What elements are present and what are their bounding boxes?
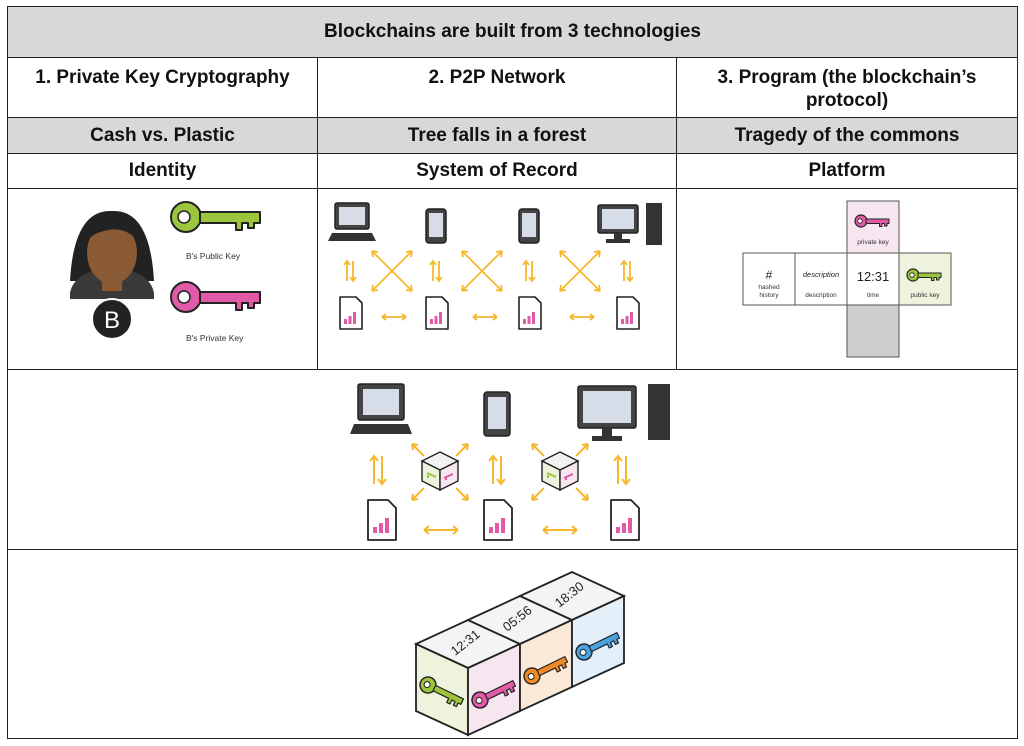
concept-cell-1: Identity bbox=[7, 153, 318, 189]
ledger-document-icon bbox=[339, 296, 363, 330]
hash-symbol: # bbox=[766, 268, 773, 282]
ledger-document-icon bbox=[518, 296, 542, 330]
concept-platform: Platform bbox=[808, 160, 886, 181]
horizontal-arrow-icon bbox=[569, 313, 595, 321]
four-way-arrows-icon bbox=[411, 443, 469, 501]
net-private-key-label: private key bbox=[857, 239, 889, 246]
pink-private-key-icon bbox=[170, 281, 261, 313]
description-script: description bbox=[803, 270, 839, 279]
cross-arrows-icon bbox=[461, 250, 503, 292]
four-way-arrows-icon bbox=[531, 443, 589, 501]
description-label: description bbox=[805, 292, 837, 299]
time-label: time bbox=[867, 292, 880, 299]
ledger-document-icon bbox=[483, 499, 513, 541]
private-key-face bbox=[846, 200, 900, 254]
net-public-key-label: public key bbox=[911, 292, 941, 299]
desktop-computer-icon bbox=[597, 203, 662, 245]
phone-icon bbox=[518, 208, 540, 244]
ledger-document-icon bbox=[610, 499, 640, 541]
horizontal-arrow-icon bbox=[472, 313, 498, 321]
laptop-icon bbox=[327, 202, 377, 242]
analogy-cell-2: Tree falls in a forest bbox=[317, 117, 677, 154]
blockchain-network-illustration bbox=[349, 383, 670, 541]
time-face bbox=[846, 252, 900, 306]
p2p-arrows bbox=[343, 250, 634, 321]
concept-system-of-record: System of Record bbox=[416, 160, 578, 181]
block-cube-icon bbox=[541, 451, 579, 491]
phone-icon bbox=[425, 208, 447, 244]
ledger-document-icon bbox=[367, 499, 397, 541]
public-key-face bbox=[898, 252, 952, 306]
platform-illustration-cell: private key # hashed history description… bbox=[676, 188, 1018, 370]
heading-cell-2: 2. P2P Network bbox=[317, 57, 677, 118]
vertical-arrow-icon bbox=[369, 454, 387, 486]
analogy-tree-falls: Tree falls in a forest bbox=[407, 125, 587, 146]
description-face bbox=[794, 252, 848, 306]
vertical-arrow-icon bbox=[620, 259, 634, 283]
cross-arrows-icon bbox=[371, 250, 413, 292]
hashed-label-line1: hashed bbox=[758, 284, 780, 291]
p2p-network-illustration bbox=[327, 202, 662, 330]
vertical-arrow-icon bbox=[522, 259, 536, 283]
concept-cell-2: System of Record bbox=[317, 153, 677, 189]
platform-cube-net-illustration: private key # hashed history description… bbox=[742, 200, 952, 358]
vertical-arrow-icon bbox=[488, 454, 506, 486]
block-3: 18:30 bbox=[517, 571, 627, 689]
table-title: Blockchains are built from 3 technologie… bbox=[324, 21, 701, 42]
ledger-document-icon bbox=[425, 296, 449, 330]
cross-arrows-icon bbox=[559, 250, 601, 292]
identity-illustration: B B's Public Key B's Private Key bbox=[70, 201, 261, 343]
table-title-cell: Blockchains are built from 3 technologie… bbox=[7, 6, 1018, 58]
heading-p2p-network: 2. P2P Network bbox=[428, 67, 566, 88]
hashed-label-line2: history bbox=[759, 292, 779, 299]
hashed-history-face bbox=[742, 252, 796, 306]
blockchain-network-cell bbox=[7, 369, 1018, 550]
comparison-table: Blockchains are built from 3 technologie… bbox=[7, 6, 1018, 739]
heading-cell-3: 3. Program (the blockchain’s protocol) bbox=[676, 57, 1018, 118]
desktop-computer-icon bbox=[577, 384, 670, 441]
p2p-illustration-cell bbox=[317, 188, 677, 370]
network-arrows bbox=[369, 443, 631, 535]
avatar-badge: B bbox=[91, 298, 133, 340]
avatar-letter: B bbox=[104, 307, 120, 334]
chain-of-blocks-illustration: 12:31 05:56 18:30 bbox=[413, 571, 627, 737]
horizontal-arrow-icon bbox=[423, 525, 459, 535]
analogy-cell-3: Tragedy of the commons bbox=[676, 117, 1018, 154]
green-public-key-icon bbox=[170, 201, 261, 233]
block-cube-icon bbox=[421, 451, 459, 491]
identity-illustration-cell: B B's Public Key B's Private Key bbox=[7, 188, 318, 370]
phone-icon bbox=[483, 391, 511, 437]
horizontal-arrow-icon bbox=[542, 525, 578, 535]
laptop-icon bbox=[349, 383, 413, 435]
analogy-cash-vs-plastic: Cash vs. Plastic bbox=[90, 125, 235, 146]
concept-cell-3: Platform bbox=[676, 153, 1018, 189]
analogy-tragedy-commons: Tragedy of the commons bbox=[734, 125, 960, 146]
public-key-label: B's Public Key bbox=[186, 251, 241, 261]
ledger-document-icon bbox=[616, 296, 640, 330]
vertical-arrow-icon bbox=[613, 454, 631, 486]
time-value: 12:31 bbox=[857, 269, 890, 284]
vertical-arrow-icon bbox=[343, 259, 357, 283]
analogy-cell-1: Cash vs. Plastic bbox=[7, 117, 318, 154]
concept-identity: Identity bbox=[128, 160, 197, 181]
vertical-arrow-icon bbox=[429, 259, 443, 283]
horizontal-arrow-icon bbox=[381, 313, 407, 321]
heading-program-protocol: 3. Program (the blockchain’s protocol) bbox=[717, 67, 977, 111]
heading-private-key-cryptography: 1. Private Key Cryptography bbox=[35, 67, 290, 88]
person-avatar-icon bbox=[70, 210, 154, 299]
blockchain-chain-cell: 12:31 05:56 18:30 bbox=[7, 549, 1018, 739]
bottom-face bbox=[846, 304, 900, 358]
private-key-label: B's Private Key bbox=[186, 333, 244, 343]
heading-cell-1: 1. Private Key Cryptography bbox=[7, 57, 318, 118]
